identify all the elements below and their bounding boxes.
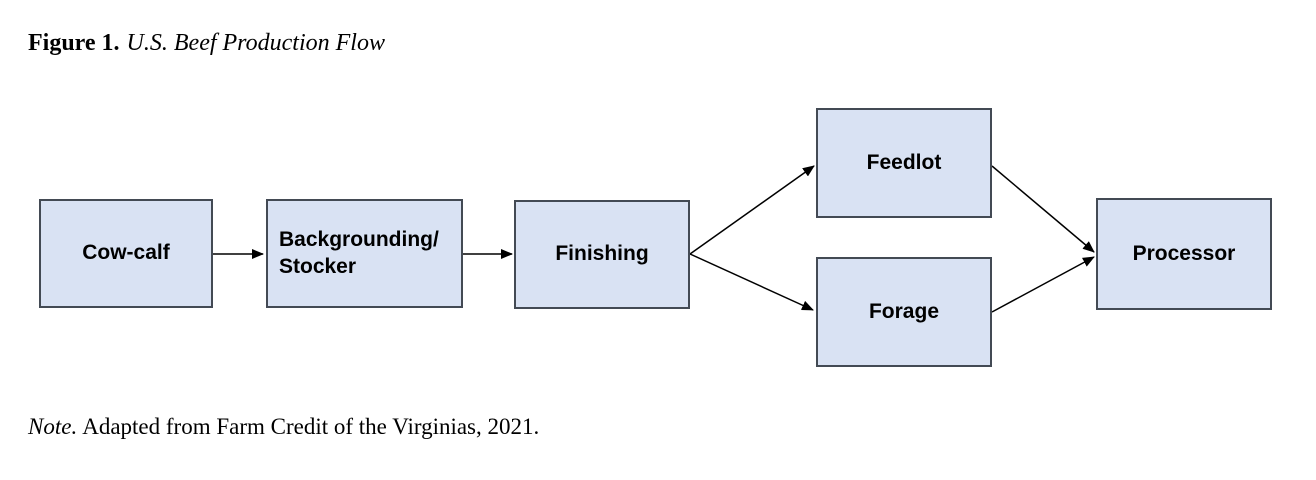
arrow-finishing-to-feedlot (689, 165, 815, 255)
node-processor: Processor (1096, 198, 1272, 310)
node-finishing-label: Finishing (555, 242, 649, 266)
node-feedlot: Feedlot (816, 108, 992, 218)
node-feedlot-label: Feedlot (866, 150, 942, 174)
node-processor-label: Processor (1132, 241, 1236, 265)
arrow-finishing-to-forage (689, 253, 814, 311)
arrow-feedlot-to-processor (991, 165, 1095, 253)
figure-note: Note.Adapted from Farm Credit of the Vir… (28, 414, 539, 440)
figure-caption: U.S. Beef Production Flow (126, 30, 385, 56)
node-finishing: Finishing (514, 200, 690, 309)
node-backgrounding-stocker: Backgrounding/ Stocker (266, 199, 463, 308)
node-forage-label: Forage (868, 299, 939, 323)
note-text: Adapted from Farm Credit of the Virginia… (82, 414, 540, 439)
figure-number-label: Figure 1. (28, 30, 120, 56)
node-cow-calf: Cow-calf (39, 199, 213, 308)
node-backgrounding-stocker-label: Backgrounding/ Stocker (279, 227, 439, 278)
note-label: Note. (28, 414, 78, 439)
node-cow-calf-label: Cow-calf (82, 241, 170, 265)
node-forage: Forage (816, 257, 992, 367)
arrow-forage-to-processor (991, 256, 1095, 313)
figure-title: Figure 1.U.S. Beef Production Flow (28, 30, 385, 57)
